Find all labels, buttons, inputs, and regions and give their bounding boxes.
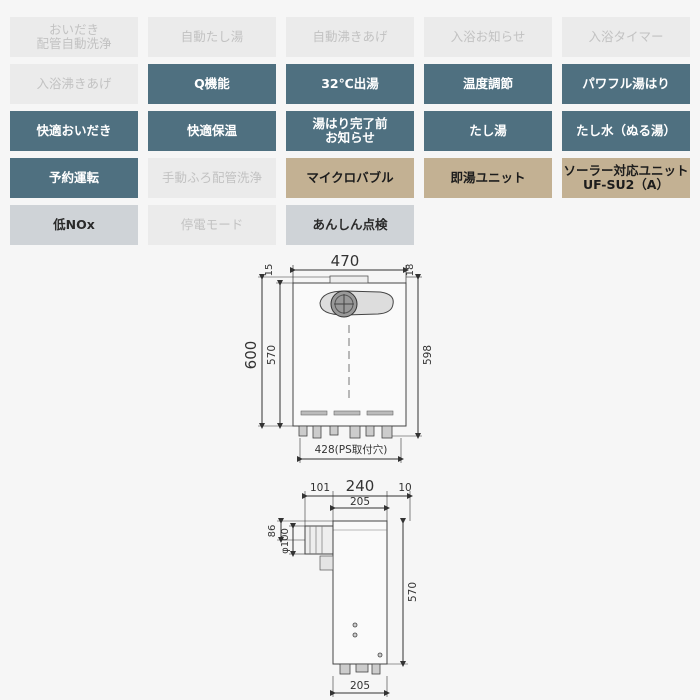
feature-label: マイクロバブル xyxy=(306,169,394,185)
feature-label: 快適保温 xyxy=(186,122,237,138)
dim-side-depth: 240 xyxy=(346,477,375,495)
flue-pipe xyxy=(304,525,334,555)
feature-label: ソーラー対応ユニット UF-SU2（A） xyxy=(563,162,689,192)
feature-cell: 温度調節 xyxy=(424,64,552,104)
feature-cell: 低NOx xyxy=(10,205,138,245)
feature-label: おいだき 配管自動洗浄 xyxy=(36,21,112,51)
dim-side-depth-top: 205 xyxy=(350,496,370,508)
feature-cell: 手動ふろ配管洗浄 xyxy=(148,158,276,198)
feature-label: 32℃出湯 xyxy=(321,75,379,91)
side-view: 240 101 10 205 86 φ100 570 205 xyxy=(267,477,419,697)
front-view: 470 15 18 600 570 598 428(PS取付穴) xyxy=(242,252,434,463)
feature-label: 即湯ユニット xyxy=(450,169,526,185)
feature-cell: パワフル湯はり xyxy=(562,64,690,104)
dim-side-depth-bottom: 205 xyxy=(350,680,370,692)
dim-side-offset-left: 101 xyxy=(310,482,330,494)
feature-cell: あんしん点検 xyxy=(286,205,414,245)
feature-label: 予約運転 xyxy=(48,169,99,185)
dim-side-height: 570 xyxy=(407,582,419,602)
feature-label: Q機能 xyxy=(194,75,230,91)
feature-label: 低NOx xyxy=(53,216,95,232)
feature-cell: マイクロバブル xyxy=(286,158,414,198)
feature-cell: 自動沸きあげ xyxy=(286,17,414,57)
dim-front-height-total: 600 xyxy=(242,341,260,370)
feature-label: あんしん点検 xyxy=(312,216,388,232)
feature-label: たし湯 xyxy=(469,122,507,138)
feature-label: 自動たし湯 xyxy=(180,28,244,44)
feature-cell: Q機能 xyxy=(148,64,276,104)
feature-cell: 快適おいだき xyxy=(10,111,138,151)
feature-cell: ソーラー対応ユニット UF-SU2（A） xyxy=(562,158,690,198)
feature-label: 湯はり完了前 お知らせ xyxy=(312,115,388,145)
feature-cell: 入浴お知らせ xyxy=(424,17,552,57)
feature-cell: 32℃出湯 xyxy=(286,64,414,104)
feature-label: 快適おいだき xyxy=(36,122,112,138)
feature-cell: 入浴タイマー xyxy=(562,17,690,57)
dim-side-offset-right: 10 xyxy=(398,482,411,494)
dim-front-height-body: 570 xyxy=(266,345,278,365)
feature-label: パワフル湯はり xyxy=(582,75,670,91)
side-body xyxy=(332,520,388,665)
dim-side-pipe-offset: 86 xyxy=(267,525,278,538)
feature-label: 自動沸きあげ xyxy=(312,28,388,44)
dim-side-pipe-diameter: φ100 xyxy=(280,528,291,554)
dim-front-top-left: 15 xyxy=(264,264,275,277)
feature-label: 温度調節 xyxy=(462,75,513,91)
feature-label: 入浴タイマー xyxy=(588,28,664,44)
feature-cell: 入浴沸きあげ xyxy=(10,64,138,104)
feature-label: たし水（ぬる湯） xyxy=(575,122,676,138)
feature-label: 入浴お知らせ xyxy=(450,28,526,44)
feature-cell: 湯はり完了前 お知らせ xyxy=(286,111,414,151)
dim-front-top-right: 18 xyxy=(405,264,416,277)
bottom-fittings xyxy=(298,425,393,439)
feature-cell: おいだき 配管自動洗浄 xyxy=(10,17,138,57)
dim-front-bottom: 428(PS取付穴) xyxy=(315,443,388,456)
feature-cell: 即湯ユニット xyxy=(424,158,552,198)
side-bottom-fittings xyxy=(339,622,383,675)
feature-cell: たし湯 xyxy=(424,111,552,151)
dim-front-height-right: 598 xyxy=(422,345,434,365)
feature-cell: 停電モード xyxy=(148,205,276,245)
feature-label: 停電モード xyxy=(180,216,244,232)
feature-cell: たし水（ぬる湯） xyxy=(562,111,690,151)
feature-cell: 快適保温 xyxy=(148,111,276,151)
feature-label: 手動ふろ配管洗浄 xyxy=(161,169,262,185)
feature-label: 入浴沸きあげ xyxy=(36,75,112,91)
feature-cell: 自動たし湯 xyxy=(148,17,276,57)
dim-front-width: 470 xyxy=(331,252,360,270)
feature-cell: 予約運転 xyxy=(10,158,138,198)
